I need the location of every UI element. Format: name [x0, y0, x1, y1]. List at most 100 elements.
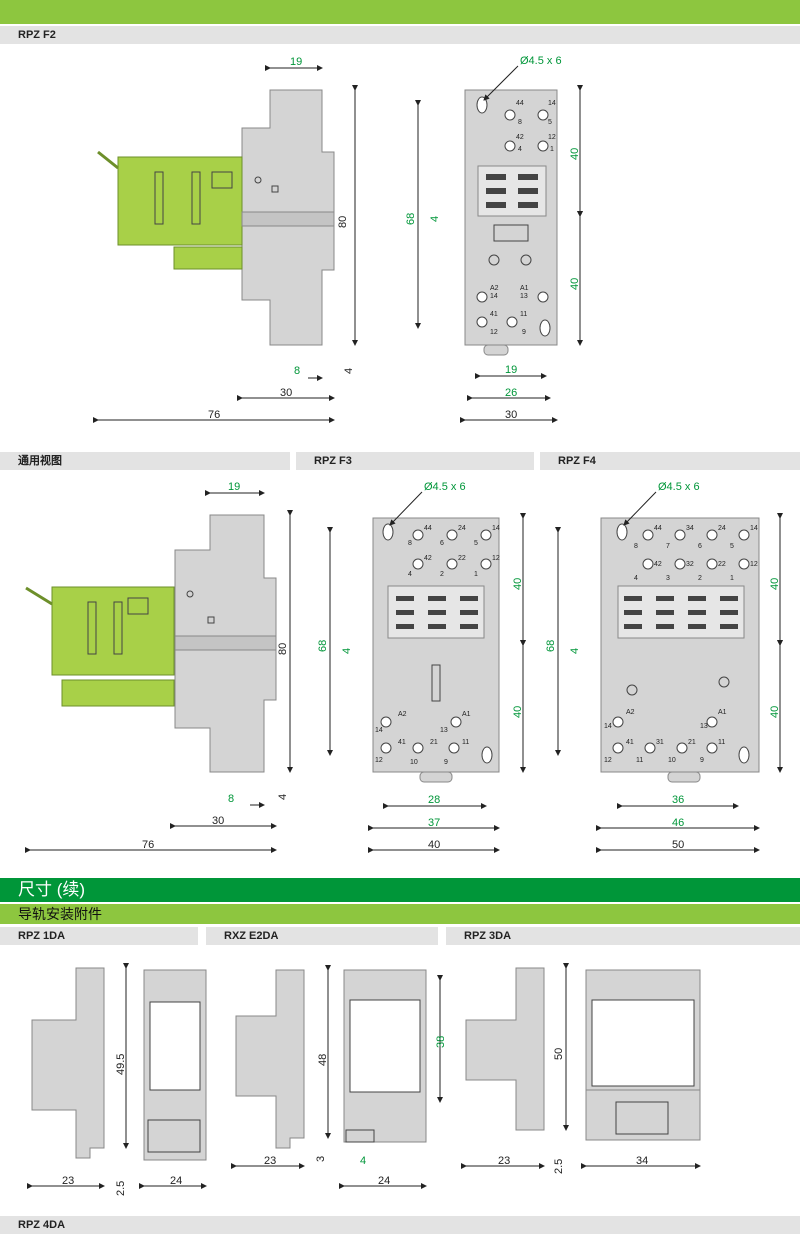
- svg-text:8: 8: [408, 540, 412, 547]
- svg-text:41: 41: [490, 311, 498, 318]
- svg-text:12: 12: [548, 134, 556, 141]
- svg-text:4: 4: [634, 575, 638, 582]
- svg-text:9: 9: [522, 329, 526, 336]
- svg-text:11: 11: [462, 739, 469, 746]
- svg-text:12: 12: [375, 757, 383, 764]
- svg-text:6: 6: [698, 543, 702, 550]
- svg-text:34: 34: [686, 525, 694, 532]
- svg-text:21: 21: [688, 739, 696, 746]
- svg-text:A2: A2: [626, 709, 635, 716]
- svg-text:76: 76: [142, 839, 154, 851]
- svg-text:40: 40: [512, 706, 524, 718]
- svg-text:14: 14: [604, 723, 612, 730]
- svg-text:24: 24: [718, 525, 726, 532]
- svg-text:41: 41: [626, 739, 634, 746]
- svg-text:37: 37: [428, 817, 440, 829]
- svg-text:13: 13: [700, 723, 708, 730]
- svg-text:10: 10: [668, 757, 676, 764]
- svg-text:A1: A1: [520, 285, 529, 292]
- svg-text:Ø4.5 x 6: Ø4.5 x 6: [424, 481, 466, 493]
- svg-text:40: 40: [428, 839, 440, 851]
- svg-text:14: 14: [492, 525, 500, 532]
- general-side-dims: 19 80 8 4 30 76: [25, 481, 293, 853]
- svg-text:30: 30: [212, 815, 224, 827]
- svg-text:14: 14: [375, 727, 383, 734]
- rpz-f2-side-dims: 19 80 8 4 30 76: [93, 56, 358, 423]
- subsection-title-bar: 导轨安装附件: [0, 904, 800, 924]
- svg-text:68: 68: [545, 640, 557, 652]
- svg-text:24: 24: [170, 1175, 182, 1187]
- svg-text:28: 28: [428, 794, 440, 806]
- svg-text:1: 1: [730, 575, 734, 582]
- svg-text:14: 14: [548, 100, 556, 107]
- svg-text:14: 14: [490, 293, 498, 300]
- rpz-f2-side-view: [97, 89, 335, 346]
- svg-text:22: 22: [458, 555, 466, 562]
- svg-text:19: 19: [228, 481, 240, 493]
- svg-text:36: 36: [672, 794, 684, 806]
- svg-text:4: 4: [569, 648, 581, 654]
- svg-text:11: 11: [520, 311, 527, 318]
- svg-text:2: 2: [440, 571, 444, 578]
- label-rpz-f2: RPZ F2: [0, 26, 800, 44]
- svg-text:38: 38: [435, 1036, 447, 1048]
- svg-text:23: 23: [264, 1155, 276, 1167]
- svg-text:48: 48: [317, 1054, 329, 1066]
- section-title-bar: 尺寸 (续): [0, 878, 800, 902]
- svg-text:44: 44: [516, 100, 524, 107]
- svg-text:9: 9: [444, 759, 448, 766]
- svg-text:40: 40: [769, 706, 781, 718]
- svg-text:44: 44: [654, 525, 662, 532]
- rpz-1da-drawing: 49.5 23 2.5 24: [27, 963, 207, 1196]
- rpz-f4-front-dims: Ø4.5 x 6 68 4 40 40 36 46 50: [545, 481, 783, 853]
- rpz-f4-front-view: 44 34 24 14 8 7 6 5 42 32 22 12 4 3 2 1 …: [600, 517, 760, 783]
- rpz-f3-front-view: 44 24 14 8 6 5 42 22 12 4 2 1 A2 A1 14 1…: [372, 517, 500, 783]
- svg-text:12: 12: [604, 757, 612, 764]
- svg-text:A1: A1: [718, 709, 727, 716]
- svg-text:40: 40: [512, 578, 524, 590]
- svg-text:23: 23: [62, 1175, 74, 1187]
- rpz-3da-drawing: 50 23 2.5 34: [461, 963, 701, 1174]
- svg-text:24: 24: [458, 525, 466, 532]
- svg-text:2.5: 2.5: [115, 1181, 127, 1196]
- svg-text:12: 12: [750, 561, 758, 568]
- svg-text:44: 44: [424, 525, 432, 532]
- svg-text:A2: A2: [490, 285, 499, 292]
- svg-text:40: 40: [569, 148, 581, 160]
- svg-text:40: 40: [569, 278, 581, 290]
- dim-4: 4: [343, 368, 355, 374]
- label-rpz-3da: RPZ 3DA: [446, 927, 800, 945]
- rpz-f3-front-dims: Ø4.5 x 6 68 4 40 40 28 37 40: [317, 481, 526, 853]
- svg-text:49.5: 49.5: [115, 1054, 127, 1075]
- svg-text:5: 5: [474, 540, 478, 547]
- svg-text:12: 12: [492, 555, 500, 562]
- svg-text:42: 42: [516, 134, 524, 141]
- svg-text:5: 5: [730, 543, 734, 550]
- label-rpz-f4: RPZ F4: [540, 452, 800, 470]
- svg-text:40: 40: [769, 578, 781, 590]
- svg-text:41: 41: [398, 739, 406, 746]
- svg-text:68: 68: [317, 640, 329, 652]
- svg-text:11: 11: [636, 757, 643, 764]
- label-general-view: 通用视图: [0, 452, 290, 470]
- svg-text:13: 13: [440, 727, 448, 734]
- svg-text:31: 31: [656, 739, 664, 746]
- svg-text:7: 7: [666, 543, 670, 550]
- svg-text:1: 1: [550, 146, 554, 153]
- svg-text:21: 21: [430, 739, 438, 746]
- dim-76: 76: [208, 409, 220, 421]
- svg-text:80: 80: [277, 643, 289, 655]
- svg-text:A1: A1: [462, 711, 471, 718]
- svg-text:13: 13: [520, 293, 528, 300]
- svg-text:4: 4: [360, 1155, 366, 1167]
- svg-text:46: 46: [672, 817, 684, 829]
- svg-text:6: 6: [440, 540, 444, 547]
- svg-text:8: 8: [228, 793, 234, 805]
- svg-text:2.5: 2.5: [553, 1159, 565, 1174]
- label-rpz-f3: RPZ F3: [296, 452, 534, 470]
- svg-text:12: 12: [490, 329, 498, 336]
- svg-text:3: 3: [315, 1156, 327, 1162]
- dim-8: 8: [294, 365, 300, 377]
- label-rpz-4da: RPZ 4DA: [0, 1216, 800, 1234]
- svg-text:50: 50: [672, 839, 684, 851]
